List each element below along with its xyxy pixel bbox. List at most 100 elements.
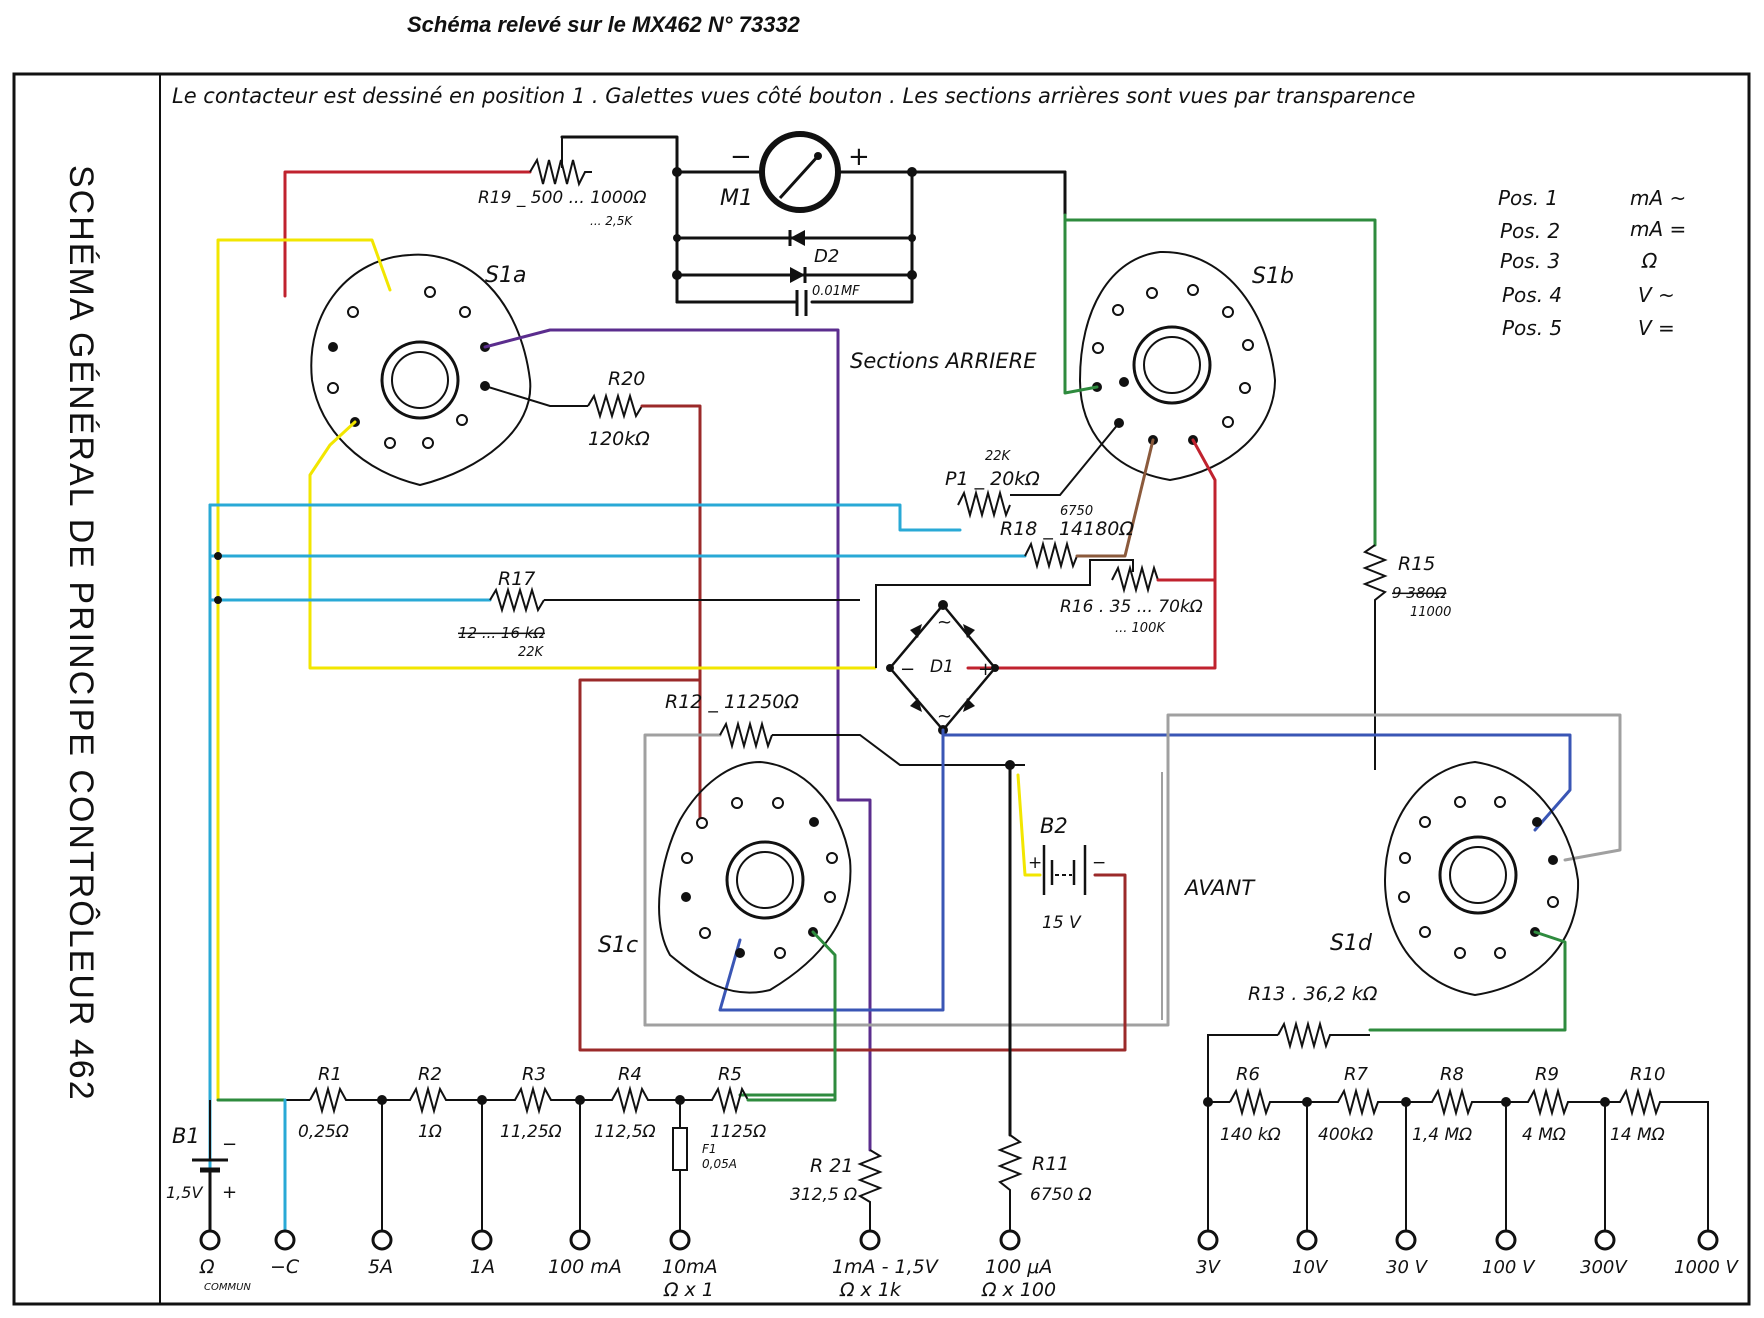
p1-note: 22K bbox=[985, 449, 1012, 464]
terminal-5a[interactable] bbox=[371, 1229, 393, 1251]
terminal-10ma[interactable] bbox=[669, 1229, 691, 1251]
d1-minus: − bbox=[900, 659, 915, 680]
switch-s1c: S1c bbox=[598, 760, 852, 1097]
switch-s1b: S1b bbox=[1078, 250, 1294, 482]
r6-label: R6 bbox=[1236, 1064, 1260, 1085]
terminal-ohm-common[interactable] bbox=[199, 1229, 221, 1251]
terminal-label: 30 V bbox=[1386, 1257, 1429, 1278]
terminal-sublabel: COMMUN bbox=[204, 1282, 251, 1293]
d1-label: D1 bbox=[930, 657, 954, 677]
terminal-1a[interactable] bbox=[471, 1229, 493, 1251]
terminal-3v[interactable] bbox=[1197, 1229, 1219, 1251]
r7-label: R7 bbox=[1344, 1064, 1369, 1085]
b2-minus: − bbox=[1092, 853, 1106, 873]
resistor-r19: R19 _ 500 ... 1000Ω ... 2,5K bbox=[283, 137, 646, 298]
s1a-label: S1a bbox=[485, 263, 526, 288]
terminal-30v[interactable] bbox=[1395, 1229, 1417, 1251]
wire-blue bbox=[718, 728, 945, 1012]
wire-green-2 bbox=[1063, 218, 1377, 547]
r8-label: R8 bbox=[1440, 1064, 1464, 1085]
terminal-label: −C bbox=[270, 1256, 300, 1278]
r11-value: 6750 Ω bbox=[1030, 1185, 1092, 1205]
meter-label: M1 bbox=[720, 186, 753, 211]
resistor-r13: R13 . 36,2 kΩ bbox=[1207, 983, 1378, 1102]
current-shunt-chain: R1 0,25Ω R2 1Ω R3 11,25Ω R4 112,5Ω R5 11… bbox=[216, 1064, 837, 1230]
p1-label: P1 _ 20kΩ bbox=[945, 468, 1040, 490]
vertical-title: SCHÉMA GÉNÉRAL DE PRINCIPE CONTRÔLEUR 46… bbox=[62, 165, 100, 1102]
voltage-multiplier-chain: R6 140 kΩ R7 400kΩ R8 1,4 MΩ R9 4 MΩ R10… bbox=[1203, 1064, 1709, 1230]
legend-pos-5: Pos. 5 bbox=[1502, 316, 1562, 340]
diode-icon bbox=[790, 267, 805, 283]
r19-note: ... 2,5K bbox=[590, 214, 633, 228]
terminal-10v[interactable] bbox=[1296, 1229, 1318, 1251]
wire-gray bbox=[643, 713, 1622, 1027]
wire-brown bbox=[1075, 438, 1155, 558]
legend-mode-1: mA ~ bbox=[1630, 186, 1686, 210]
front-sections-label: AVANT bbox=[1183, 876, 1256, 900]
legend-mode-4: V ~ bbox=[1638, 283, 1675, 307]
current-terminals: Ω COMMUN −C 5A 1A 100 mA 10mA Ω x 1 1mA … bbox=[199, 1229, 1056, 1301]
wire-green-1 bbox=[1063, 213, 1099, 395]
r12-label: R12 _ 11250Ω bbox=[665, 691, 799, 713]
r1-label: R1 bbox=[318, 1064, 342, 1085]
resistor-r10: R10 14 MΩ bbox=[1605, 1064, 1709, 1230]
r18-note: 6750 bbox=[1060, 504, 1093, 519]
legend-pos-4: Pos. 4 bbox=[1502, 283, 1562, 307]
r5-label: R5 bbox=[718, 1064, 742, 1085]
r20-label: R20 bbox=[608, 368, 645, 390]
terminal-100ma[interactable] bbox=[569, 1229, 591, 1251]
resistor-r9: R9 4 MΩ bbox=[1506, 1064, 1605, 1145]
resistor-r6: R6 140 kΩ bbox=[1220, 1064, 1307, 1145]
terminal-label: 300V bbox=[1580, 1257, 1628, 1278]
resistor-r4: R4 112,5Ω bbox=[580, 1064, 680, 1142]
b1-value: 1,5V bbox=[166, 1183, 203, 1202]
terminal-label: 5A bbox=[368, 1256, 393, 1278]
wire-darkred bbox=[578, 678, 1127, 1052]
terminal-label: 1A bbox=[470, 1256, 495, 1278]
terminal-label: 100 μA bbox=[985, 1256, 1052, 1278]
b2-label: B2 bbox=[1040, 814, 1068, 838]
switch-s1d: S1d bbox=[1330, 760, 1580, 1032]
wire-purple bbox=[483, 328, 872, 1152]
r2-value: 1Ω bbox=[418, 1122, 442, 1142]
page-title: Schéma relevé sur le MX462 N° 73332 bbox=[407, 12, 800, 37]
terminal-1ma[interactable] bbox=[859, 1229, 881, 1251]
resistor-r3: R3 11,25Ω bbox=[482, 1064, 580, 1142]
terminal-minus-c[interactable] bbox=[274, 1229, 296, 1251]
terminal-label: 10mA bbox=[662, 1256, 718, 1278]
r15-note: 11000 bbox=[1410, 605, 1451, 620]
diode-icon bbox=[910, 698, 922, 712]
terminal-100ua[interactable] bbox=[999, 1229, 1021, 1251]
r5-value: 1125Ω bbox=[710, 1122, 766, 1142]
rear-sections-label: Sections ARRIERE bbox=[850, 349, 1037, 373]
b1-minus: − bbox=[222, 1134, 237, 1155]
resistor-r2: R2 1Ω bbox=[382, 1064, 482, 1142]
r9-value: 4 MΩ bbox=[1522, 1125, 1566, 1145]
diode-icon bbox=[963, 624, 975, 638]
r10-label: R10 bbox=[1630, 1064, 1665, 1085]
wire-yellow bbox=[216, 238, 392, 1102]
d1-ac-bottom: ~ bbox=[937, 706, 952, 727]
outer-frame bbox=[12, 72, 1751, 1306]
r10-value: 14 MΩ bbox=[1610, 1125, 1665, 1145]
terminal-1000v[interactable] bbox=[1697, 1229, 1719, 1251]
legend-mode-5: V = bbox=[1638, 316, 1675, 340]
fuse-f1-icon bbox=[672, 1127, 688, 1171]
terminal-100v[interactable] bbox=[1495, 1229, 1517, 1251]
legend-pos-1: Pos. 1 bbox=[1498, 186, 1558, 210]
r16-label: R16 . 35 ... 70kΩ bbox=[1060, 597, 1203, 617]
wire-cyan-1 bbox=[208, 503, 962, 532]
b1-plus: + bbox=[222, 1182, 237, 1203]
terminal-300v[interactable] bbox=[1594, 1229, 1616, 1251]
terminal-sublabel: Ω x 100 bbox=[981, 1279, 1056, 1301]
resistor-r1: R1 0,25Ω bbox=[298, 1064, 382, 1142]
r4-label: R4 bbox=[618, 1064, 642, 1085]
battery-b2: B2 + − 15 V bbox=[1005, 760, 1106, 1137]
r1-value: 0,25Ω bbox=[298, 1122, 349, 1142]
s1c-label: S1c bbox=[598, 933, 638, 958]
terminal-sublabel: Ω x 1 bbox=[663, 1279, 714, 1301]
resistor-r5: R5 1125Ω bbox=[680, 1064, 837, 1142]
terminal-label: 10V bbox=[1292, 1257, 1329, 1278]
r18-label: R18 _ 14180Ω bbox=[1000, 518, 1134, 540]
